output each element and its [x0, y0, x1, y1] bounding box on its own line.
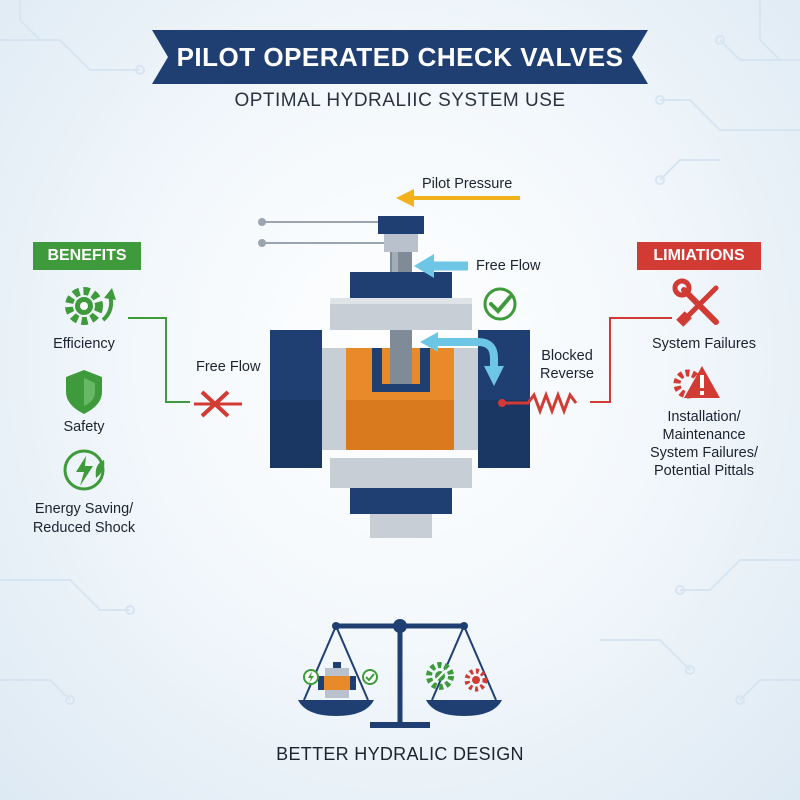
benefits-tag: BENEFITS: [33, 242, 141, 270]
valve-bottom-cap: [370, 514, 432, 538]
mini-lightning-icon: [303, 669, 319, 685]
valve-top-cap: [378, 216, 424, 234]
limitation-installation-label: Installation/ Maintenance System Failure…: [650, 409, 758, 479]
free-flow-left-label: Free Flow: [196, 359, 261, 375]
wrench-screwdriver-icon: [672, 278, 719, 327]
limitations-tag: LIMIATIONS: [637, 242, 761, 270]
free-flow-curve-arrow: [420, 332, 504, 386]
limitations-connector: [590, 317, 672, 403]
free-flow-arrow-top: [414, 254, 468, 278]
lightning-leaf-icon: [63, 449, 105, 491]
page-subtitle: OPTIMAL HYDRALIIC SYSTEM USE: [234, 90, 566, 111]
blocked-reverse-zigzag: [498, 390, 578, 416]
blocked-x-icon: [194, 390, 242, 418]
benefits-connector: [128, 317, 190, 403]
valve-lower-body: [330, 458, 472, 488]
valve-lower-flange: [350, 488, 452, 514]
benefit-energy-label: Energy Saving/ Reduced Shock: [32, 501, 136, 536]
blocked-reverse-label: Blocked Reverse: [540, 348, 594, 382]
valve-upper-flange: [350, 272, 452, 298]
gear-arrows-icon: [65, 287, 116, 325]
benefit-safety-label: Safety: [63, 419, 105, 435]
balance-scale: [298, 619, 502, 728]
page-title: PILOT OPERATED CHECK VALVES: [176, 41, 624, 72]
pilot-lines: [258, 218, 400, 247]
footer-caption: BETTER HYDRALIC DESIGN: [276, 744, 524, 764]
mini-green-gear-icon: [426, 662, 454, 690]
free-flow-top-label: Free Flow: [476, 258, 541, 274]
pilot-pressure-arrow: [396, 189, 520, 207]
mini-red-gear-icon: [464, 668, 488, 692]
mini-check-icon: [362, 669, 378, 685]
pilot-pressure-label: Pilot Pressure: [422, 176, 513, 192]
warning-gear-icon: [673, 366, 720, 399]
valve-top-nut: [384, 234, 418, 252]
valve-poppet: [372, 348, 430, 392]
check-circle-icon: [483, 287, 517, 321]
shield-icon: [66, 370, 102, 414]
benefit-efficiency-label: Efficiency: [53, 336, 115, 352]
limitation-system-failures-label: System Failures: [652, 336, 756, 352]
title-banner: [152, 30, 648, 84]
mini-valve-icon: [318, 662, 356, 698]
